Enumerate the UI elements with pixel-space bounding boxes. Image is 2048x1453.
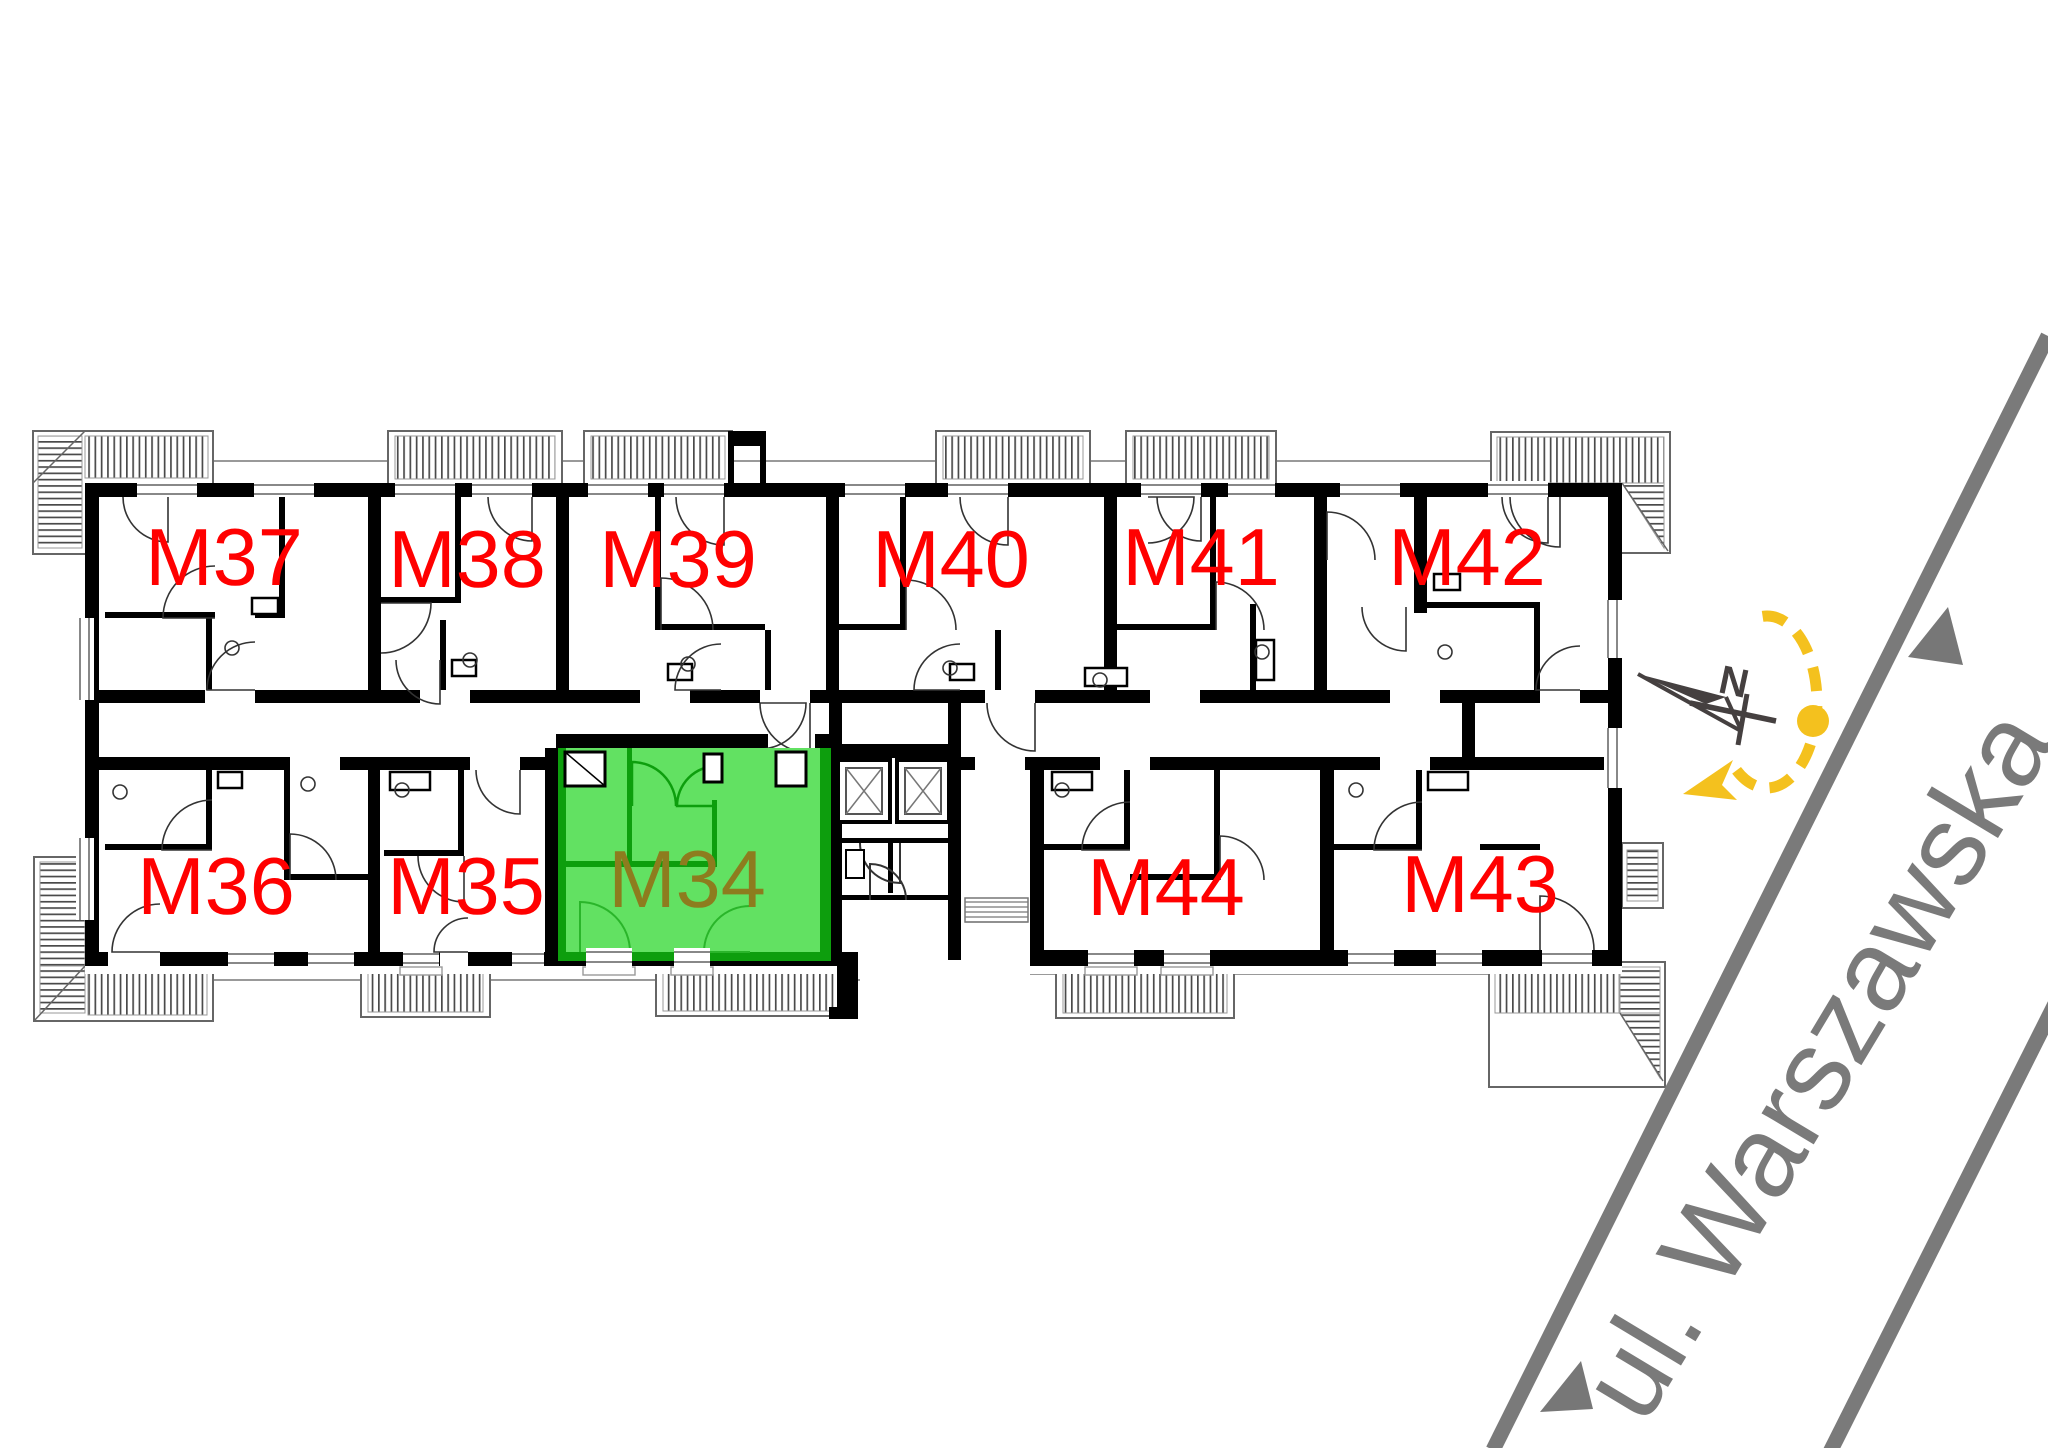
svg-text:M41: M41 <box>1122 513 1280 603</box>
svg-text:M34: M34 <box>608 835 766 925</box>
svg-text:M43: M43 <box>1401 840 1559 930</box>
svg-text:M38: M38 <box>388 515 546 605</box>
svg-text:M35: M35 <box>387 842 545 932</box>
svg-text:M40: M40 <box>872 515 1030 605</box>
svg-text:M37: M37 <box>145 513 303 603</box>
svg-text:M42: M42 <box>1388 513 1546 603</box>
svg-text:M44: M44 <box>1087 843 1245 933</box>
svg-text:M39: M39 <box>599 515 757 605</box>
svg-text:M36: M36 <box>137 842 295 932</box>
